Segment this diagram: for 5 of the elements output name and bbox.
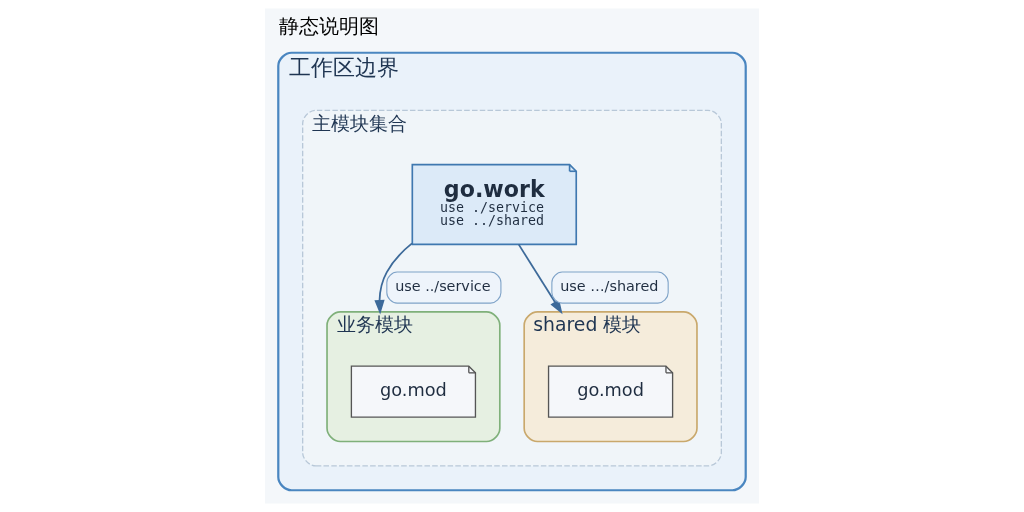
edge-label: use ../service [395,278,491,295]
edge-label: use …/shared [560,278,659,295]
arrow [374,242,413,315]
diagram-title: 静态说明图 [278,15,379,39]
arrow [517,243,563,315]
